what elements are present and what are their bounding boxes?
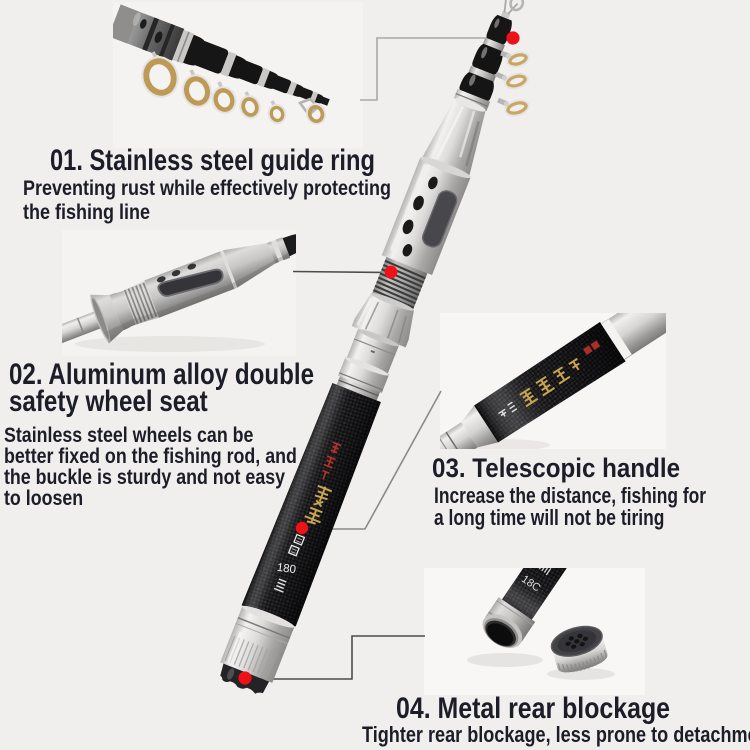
svg-text:180: 180 [276, 562, 297, 576]
